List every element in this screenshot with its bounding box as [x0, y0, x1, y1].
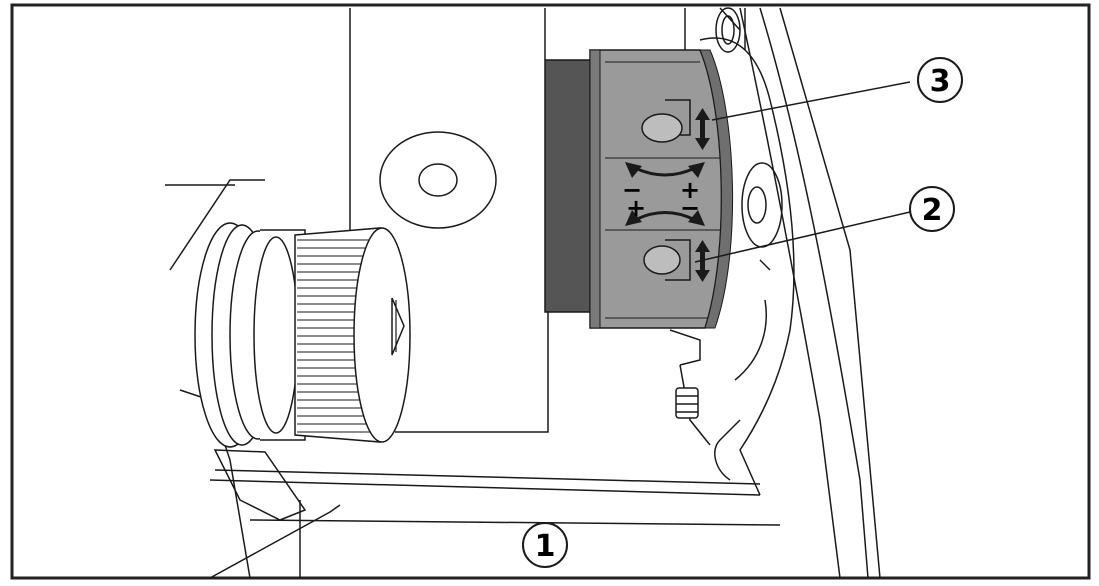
double-arrow-icon [695, 108, 710, 150]
curved-arrow-icon [634, 166, 696, 177]
curved-arrow-icon [625, 210, 642, 226]
washer [379, 131, 497, 229]
curved-arrow-icon [688, 162, 705, 178]
screw-icon [675, 387, 699, 419]
curved-arrow-icon [634, 211, 696, 222]
knurled-knob [194, 222, 411, 448]
upper-slot [641, 99, 691, 143]
callout-2: 2 [909, 186, 955, 232]
leader-lines [694, 81, 911, 263]
lower-slot [643, 239, 691, 281]
lower-plus-sign: + [626, 194, 646, 222]
curved-arrow-icon [688, 210, 705, 226]
callout-3: 3 [917, 57, 963, 103]
callout-1-label: 1 [535, 529, 556, 564]
callout-1: 1 [522, 522, 568, 568]
upper-plus-sign: + [680, 176, 700, 204]
upper-minus-sign: − [622, 176, 642, 204]
machine-body-outline [165, 7, 881, 579]
curved-arrow-icon [625, 162, 642, 178]
callout-2-label: 2 [922, 193, 943, 228]
adjustment-ring: − + + − [589, 49, 734, 329]
lower-minus-sign: − [680, 194, 700, 222]
callout-3-label: 3 [930, 64, 951, 99]
